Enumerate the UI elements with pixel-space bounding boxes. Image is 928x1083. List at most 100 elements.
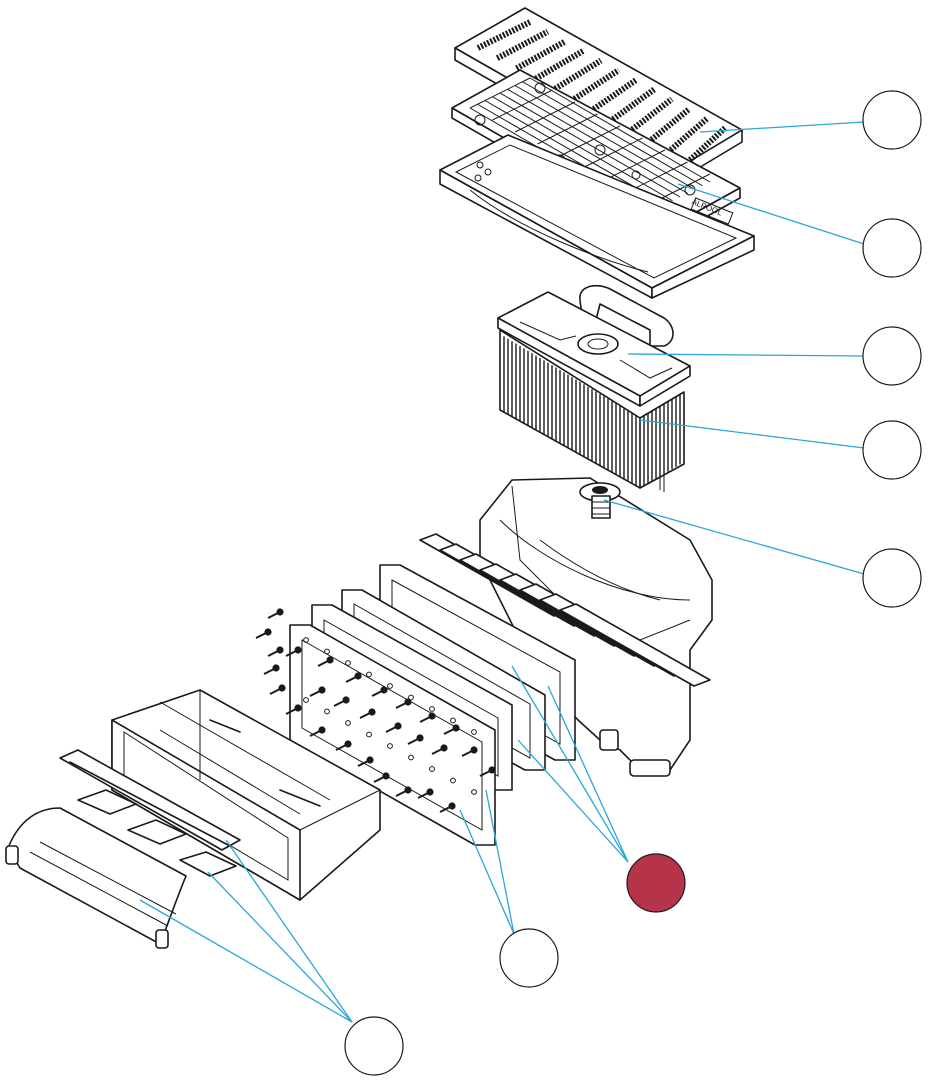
screw-head	[366, 756, 374, 764]
flange-hole	[471, 789, 477, 795]
grate-slot	[515, 38, 567, 71]
screw-head	[326, 656, 334, 664]
flange-hole	[408, 754, 414, 761]
flange-hole	[429, 706, 435, 712]
screw-head	[278, 684, 286, 692]
screw-head	[344, 740, 352, 748]
callout-front-weir[interactable]	[344, 1016, 404, 1076]
screw-head	[294, 646, 302, 654]
flange-hole	[450, 717, 456, 724]
leader-basket-lid	[627, 353, 865, 357]
leader-screws-a	[511, 665, 629, 863]
screw-head	[342, 696, 350, 704]
screw-head	[368, 708, 376, 716]
grate-slot	[687, 125, 728, 163]
callout-cover-grid[interactable]	[862, 90, 922, 150]
leader-weir-c	[207, 871, 353, 1023]
flange-hole	[429, 766, 435, 772]
leader-gasket-a	[459, 809, 515, 935]
screw-head	[276, 646, 284, 654]
basket-lid-part	[497, 284, 691, 407]
grid-bar	[522, 81, 703, 187]
grid-bar	[514, 101, 576, 133]
leader-screws-c	[517, 739, 629, 863]
grate-slot	[495, 28, 550, 61]
grate-slot	[476, 19, 532, 51]
grate-slot	[591, 77, 639, 112]
callout-grid-frame[interactable]	[862, 218, 922, 278]
grid-bar	[492, 96, 673, 202]
gaskets-flange-part	[289, 564, 576, 846]
leader-gasket-b	[485, 789, 515, 935]
front-mouth-part	[111, 689, 381, 901]
callout-basket-lid[interactable]	[862, 326, 922, 386]
grid-bar	[582, 137, 643, 169]
weir-flap-part	[5, 749, 241, 949]
screw-head	[440, 744, 448, 752]
flange-hole	[303, 697, 309, 703]
leader-screws-b	[547, 685, 629, 863]
grid-bar	[492, 89, 553, 121]
screw-head	[404, 698, 412, 706]
flange-hole	[345, 660, 351, 666]
callout-level-adjuster[interactable]	[862, 548, 922, 608]
flange-hole	[387, 683, 393, 689]
leader-lines	[139, 121, 865, 1023]
screw-head	[264, 628, 272, 636]
callout-fixing-screws[interactable]	[626, 853, 686, 913]
grid-bar	[529, 77, 711, 183]
flange-hole	[408, 694, 414, 701]
screw-head	[426, 788, 434, 796]
screw-head	[394, 722, 402, 730]
grid-bar	[507, 88, 688, 194]
screw-head	[380, 686, 388, 694]
flange-hole	[366, 731, 372, 738]
screw-head	[294, 704, 302, 712]
body-rib	[559, 603, 711, 687]
screw-head	[448, 802, 456, 810]
grid-bar	[559, 125, 621, 157]
grate-slot	[553, 57, 603, 92]
leader-weir-b	[225, 839, 353, 1023]
flange-hole	[324, 648, 330, 655]
screw-head	[354, 672, 362, 680]
screw-head	[404, 786, 412, 794]
flange-hole	[366, 671, 372, 678]
fixing-screws-part	[255, 608, 496, 813]
leader-basket	[639, 419, 865, 449]
leader-grid-frame	[677, 183, 865, 245]
flange-hole	[345, 720, 351, 726]
leader-cover-grid	[699, 121, 865, 133]
flange-hole	[450, 777, 456, 784]
screw-head	[318, 726, 326, 734]
screw-head	[470, 746, 478, 754]
callout-gaskets-flange[interactable]	[499, 928, 559, 988]
screw-head	[272, 664, 280, 672]
top-frame-part: ALPOOL	[439, 134, 755, 299]
grate-slot	[668, 116, 710, 153]
skimmer-body-part	[419, 477, 713, 777]
grate-slot	[572, 67, 621, 102]
screw-head	[318, 686, 326, 694]
screw-head	[416, 734, 424, 742]
screw-head	[276, 608, 284, 616]
flange-hole	[387, 743, 393, 749]
screw-head	[428, 712, 436, 720]
screw-head	[488, 766, 496, 774]
callouts	[344, 90, 922, 1076]
grate-slot	[649, 106, 692, 142]
grate-slot	[611, 87, 656, 122]
flange-hole	[324, 708, 330, 715]
grate-slot	[630, 96, 674, 132]
screw-head	[382, 772, 390, 780]
grate-slot	[534, 48, 585, 82]
grid-bar	[604, 149, 666, 181]
basket-part	[499, 329, 685, 492]
screw-head	[452, 724, 460, 732]
callout-basket[interactable]	[862, 420, 922, 480]
grid-bar	[499, 92, 681, 198]
grid-bar	[627, 161, 688, 193]
flange-hole	[303, 637, 309, 643]
leader-weir-a	[139, 899, 353, 1023]
